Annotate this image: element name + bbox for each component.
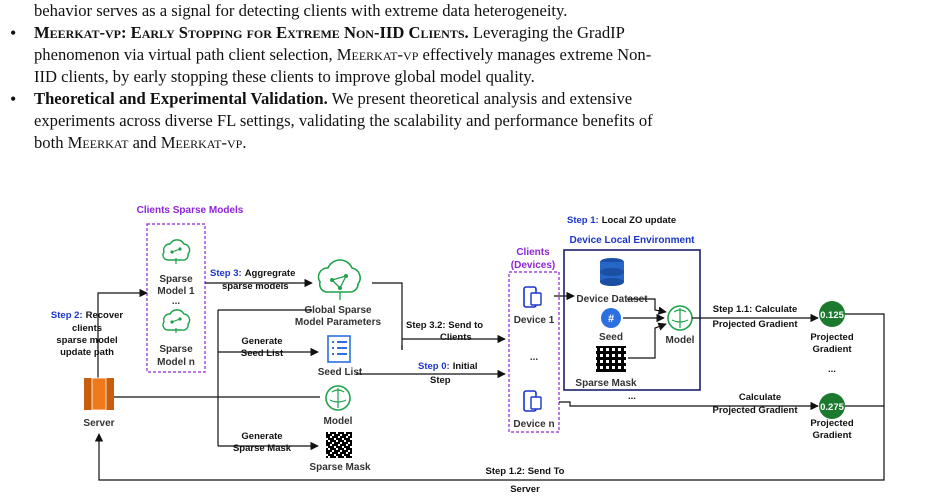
step12-label: Step 1.2: Send To <box>485 466 564 477</box>
text-span: Meerkat <box>67 133 129 152</box>
projected-gradient-badge <box>819 301 845 327</box>
step3-label: sparse models <box>222 281 289 292</box>
step11-label: Step 1.1: Calculate <box>713 304 797 315</box>
step0-label: Step 0:Initial <box>418 361 478 372</box>
bullet-heading: Theoretical and Experimental Validation. <box>34 89 328 108</box>
clients-sparse-models-title: Clients Sparse Models <box>137 205 244 216</box>
database-icon <box>600 258 624 286</box>
sparse-model-n-label: Sparse <box>159 344 193 355</box>
step2-label: sparse model <box>56 335 117 346</box>
ellipsis: ... <box>828 364 836 375</box>
step2-label: update path <box>60 347 114 358</box>
bullet-dot: • <box>10 89 17 109</box>
generate-seed-label: Seed List <box>241 348 284 359</box>
sparse-model-n-label: Model n <box>157 357 195 368</box>
arrow <box>627 298 667 315</box>
server-icon <box>84 377 114 411</box>
brain-cloud-icon <box>162 239 191 264</box>
projected-gradient-label: Gradient <box>812 430 852 441</box>
device-env-title: Device Local Environment <box>569 235 695 246</box>
hash-icon-glyph: # <box>608 313 614 325</box>
ellipsis: ... <box>172 296 181 307</box>
projected-gradient-label: Gradient <box>812 344 852 355</box>
step1-label: Step 1:Local ZO update <box>567 215 676 226</box>
paper-text: behavior serves as a signal for detectin… <box>0 0 949 154</box>
sparse-mask-icon <box>596 346 626 372</box>
global-model-label: Model Parameters <box>295 317 382 328</box>
bullet-heading: Meerkat-vp: Early Stopping for Extreme N… <box>34 23 469 42</box>
projected-gradient-value: 0.275 <box>820 402 844 413</box>
projected-gradient-label: Projected <box>810 332 853 343</box>
step3-label: Step 3:Aggregrate <box>210 268 295 279</box>
sparse-mask-label: Sparse Mask <box>309 462 371 473</box>
device-icon <box>523 390 542 412</box>
step2-label: Step 2:Recover <box>51 310 123 321</box>
step32-label: Step 3.2: Send to <box>406 320 483 331</box>
generate-seed-label: Generate <box>241 336 282 347</box>
global-model-icon <box>317 259 361 300</box>
device-dataset-label: Device Dataset <box>576 294 648 305</box>
bullet-dot: • <box>10 23 17 43</box>
ellipsis: ... <box>628 391 636 402</box>
text-span: effectively manages extreme Non- <box>422 45 652 64</box>
seed-list-icon <box>327 335 351 363</box>
projected-gradient-badge <box>819 393 845 419</box>
connector-line <box>372 282 403 350</box>
seed-list-label: Seed List <box>318 367 363 378</box>
server-label: Server <box>83 418 114 429</box>
text-span: Meerkat-vp. <box>160 133 247 152</box>
text-span: Meerkat-vp <box>336 45 419 64</box>
env-sparse-mask-label: Sparse Mask <box>575 378 637 389</box>
device-icon <box>523 286 542 308</box>
bullet-meerkat-vp: • Meerkat-vp: Early Stopping for Extreme … <box>0 22 949 44</box>
clients-devices-box <box>508 271 560 433</box>
projected-gradient-value: 0.125 <box>820 310 844 321</box>
text-span: We present theoretical analysis and exte… <box>331 89 633 108</box>
clients-devices-title: Clients <box>516 247 550 258</box>
text-span: and <box>132 133 157 152</box>
model-label: Model <box>324 416 353 427</box>
brain-cloud-icon <box>162 309 191 333</box>
generate-mask-label: Sparse Mask <box>233 443 292 454</box>
arrow <box>97 288 148 378</box>
model-icon <box>667 305 693 331</box>
projected-gradient-label: Projected <box>810 418 853 429</box>
sparse-mask-icon <box>326 432 352 458</box>
text-line: behavior serves as a signal for detectin… <box>34 1 568 20</box>
text-line: experiments across diverse FL settings, … <box>34 111 653 130</box>
text-span: both <box>34 133 64 152</box>
seed-label: Seed <box>599 332 623 343</box>
bullet-validation: • Theoretical and Experimental Validation… <box>0 88 949 110</box>
env-model-label: Model <box>666 335 695 346</box>
text-span: Leveraging the GradIP <box>472 23 625 42</box>
text-line: phenomenon via virtual path client selec… <box>0 44 949 66</box>
step32-label: Clients <box>440 332 472 343</box>
step12-label: Server <box>510 484 540 495</box>
step11-label: Projected Gradient <box>713 319 799 330</box>
model-icon <box>325 385 351 411</box>
hash-icon <box>601 308 621 328</box>
clients-devices-title: (Devices) <box>511 260 555 271</box>
calculate-label: Calculate <box>739 392 781 403</box>
sparse-model-1-label: Model 1 <box>157 286 195 297</box>
sparse-model-1-label: Sparse <box>159 274 193 285</box>
ellipsis: ... <box>530 352 539 363</box>
text-line: IID clients, by early stopping these cli… <box>34 67 535 86</box>
step2-label: clients <box>72 323 102 334</box>
arrow <box>94 313 885 481</box>
device-1-label: Device 1 <box>514 315 555 326</box>
clients-sparse-models-box <box>146 223 206 373</box>
generate-mask-label: Generate <box>241 431 282 442</box>
step0-label: Step <box>430 375 451 386</box>
calculate-label: Projected Gradient <box>713 405 799 416</box>
text-span: phenomenon via virtual path client selec… <box>34 45 333 64</box>
text-line: both Meerkat and Meerkat-vp. <box>0 132 949 154</box>
device-env-box <box>563 249 701 391</box>
arrow <box>628 322 667 359</box>
device-n-label: Device n <box>513 419 554 430</box>
arrow <box>559 401 819 411</box>
global-model-label: Global Sparse <box>304 305 372 316</box>
